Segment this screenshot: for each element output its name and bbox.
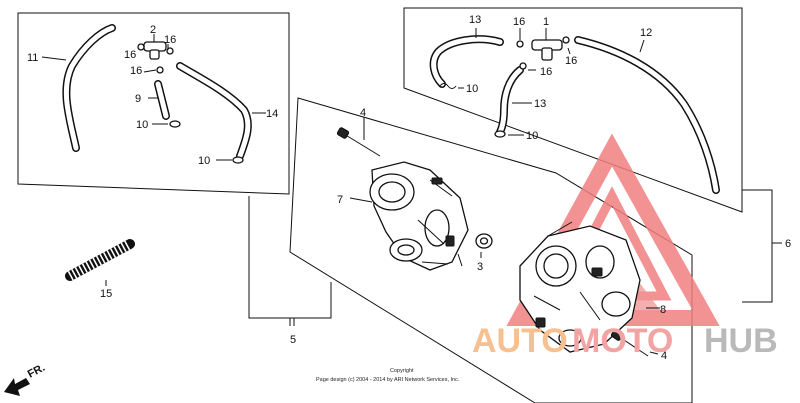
bracket-5 (248, 196, 332, 319)
callout-16-d: 16 (513, 16, 525, 28)
callout-16-b: 16 (164, 34, 176, 46)
fitting-2 (143, 41, 167, 60)
callout-16-c: 16 (130, 65, 142, 77)
watermark-moto: MOTO (572, 322, 673, 360)
right-hose-panel (403, 7, 743, 213)
clip-10-b (232, 156, 244, 164)
callout-5: 5 (290, 334, 296, 346)
callout-15: 15 (100, 288, 112, 300)
clip-16-c (156, 66, 164, 74)
callout-10-d: 10 (526, 130, 538, 142)
callout-11: 11 (27, 52, 38, 64)
callout-labels: 11 2 16 16 16 9 10 10 14 15 5 4 7 3 13 1… (27, 14, 791, 362)
callout-6: 6 (785, 238, 791, 250)
clip-10-a (169, 120, 181, 128)
callout-14: 14 (266, 108, 278, 120)
washer-3 (475, 233, 493, 249)
carburetor-assembly-panel (289, 97, 693, 403)
fitting-1 (531, 39, 563, 61)
bracket-6 (742, 189, 773, 303)
clip-10-d (494, 130, 506, 138)
callout-7: 7 (337, 194, 343, 206)
callout-9: 9 (135, 93, 141, 105)
direction-label: FR. (26, 362, 47, 381)
callout-10-a: 10 (136, 119, 148, 131)
spring-15 (65, 239, 135, 281)
carburetor-8 (519, 221, 649, 357)
callout-13-a: 13 (469, 14, 481, 26)
callout-16-f: 16 (540, 66, 552, 78)
callout-13-b: 13 (534, 98, 546, 110)
callout-16-a: 16 (124, 49, 136, 61)
callout-10-c: 10 (466, 83, 478, 95)
copyright-line-1: Copyright (390, 368, 414, 374)
watermark-hub: HUB (704, 322, 778, 360)
callout-3: 3 (477, 261, 483, 273)
callout-8: 8 (660, 304, 666, 316)
copyright-line-2: Page design (c) 2004 - 2014 by ARI Netwo… (316, 377, 460, 383)
callout-2: 2 (150, 24, 156, 36)
clip-16-f (519, 62, 527, 70)
clip-10-c (439, 83, 457, 89)
callout-1: 1 (543, 16, 549, 28)
callout-10-b: 10 (198, 155, 210, 167)
callout-16-e: 16 (565, 55, 577, 67)
left-hose-panel (17, 12, 290, 195)
hose-14 (176, 62, 252, 160)
leader-lines (41, 28, 660, 355)
front-arrow-icon (4, 378, 30, 396)
clip-16-e (562, 36, 570, 44)
callout-12: 12 (640, 27, 652, 39)
clip-16-a (137, 43, 145, 51)
watermark-text: AUTO MOTO HUB (472, 322, 778, 360)
watermark-auto: AUTO (472, 322, 568, 360)
callout-4-b: 4 (661, 350, 667, 362)
carburetor-7 (336, 127, 469, 271)
callout-4-a: 4 (360, 107, 366, 119)
clip-16-d (516, 40, 524, 48)
